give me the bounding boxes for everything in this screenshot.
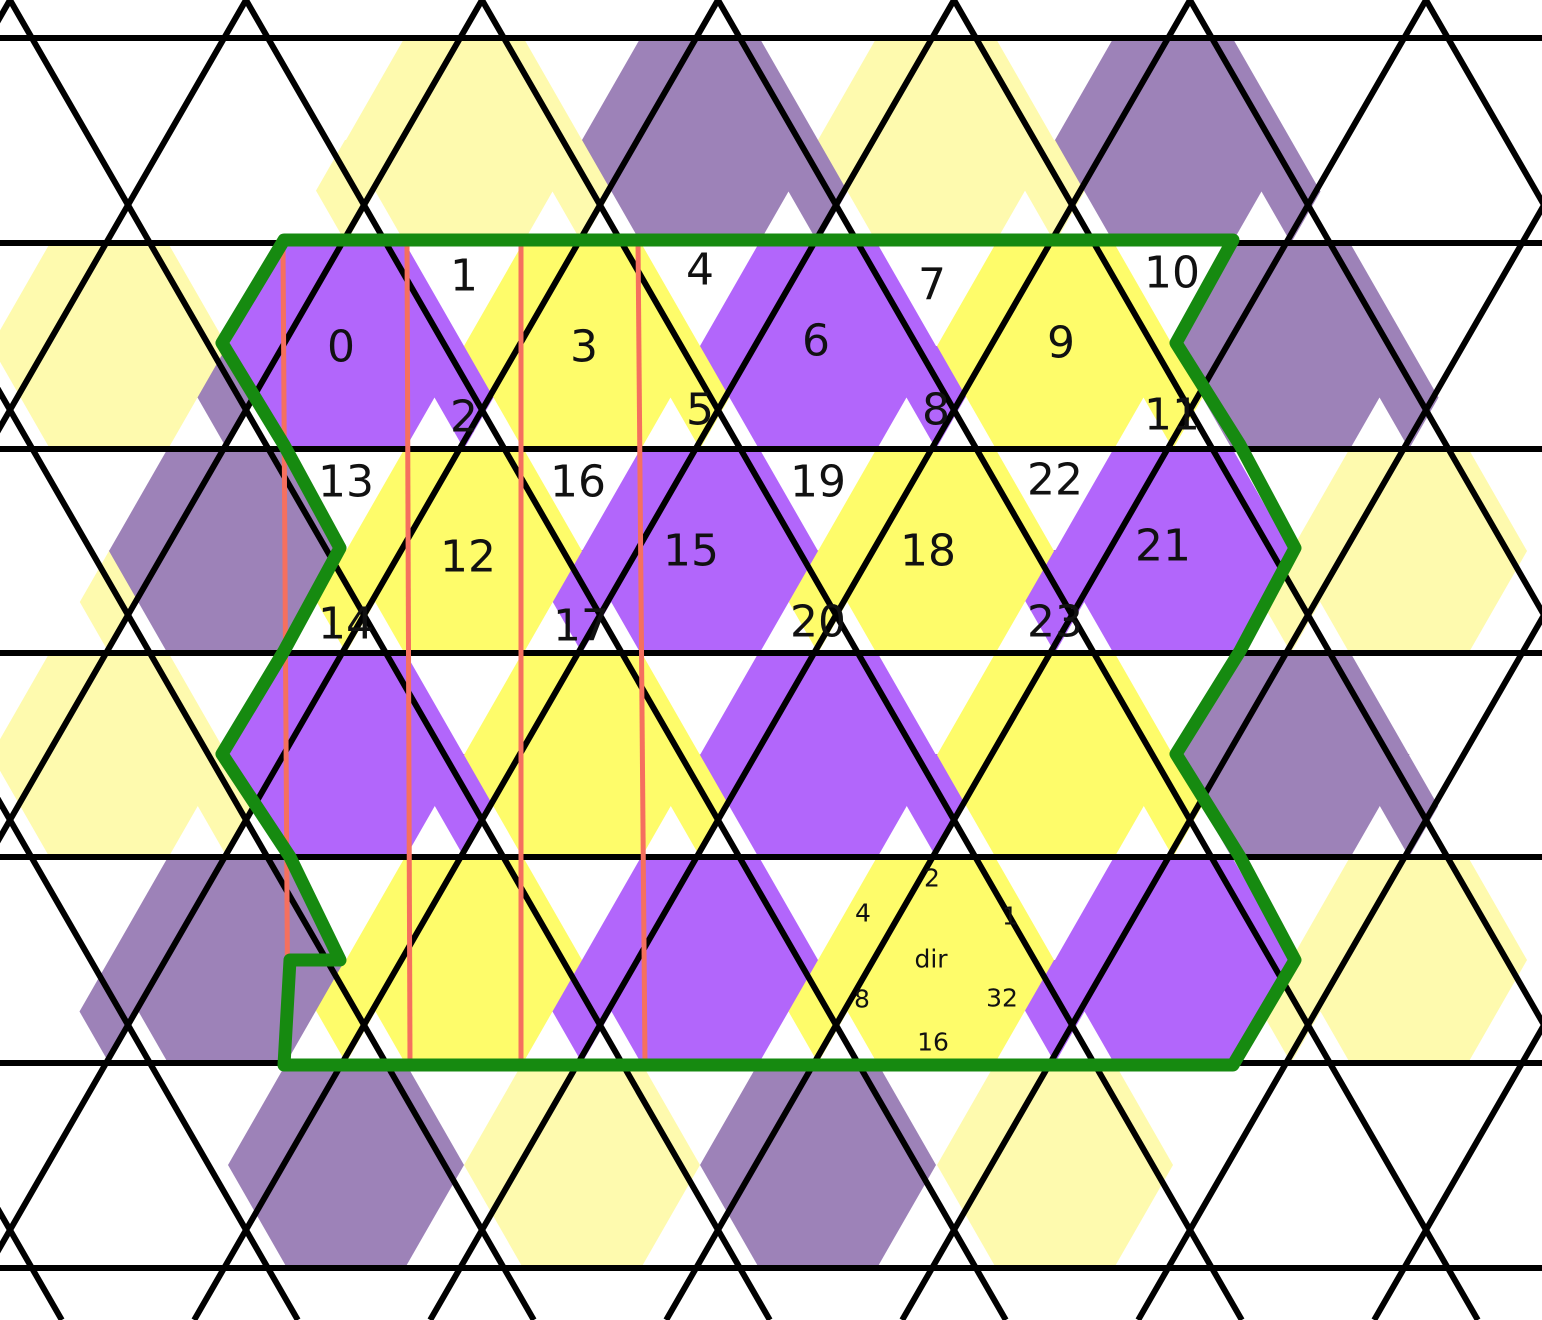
cell-label-21: 21: [1135, 521, 1191, 572]
cell-label-12: 12: [440, 532, 496, 583]
hexagon-cell: [1527, 524, 1542, 578]
hexagon-cell: [1173, 243, 1409, 449]
hexagon-cell: [346, 857, 582, 1063]
grid-line-diagonal: [1135, 612, 1542, 1320]
cell-label-8: 8: [922, 385, 950, 436]
grid-line-diagonal: [1371, 1022, 1542, 1320]
hexagon-cell: [228, 1062, 464, 1268]
hexagon-cell: [937, 1062, 1173, 1268]
hexagon-cell: [1527, 933, 1542, 987]
direction-bit-16: 16: [917, 1028, 949, 1057]
hexagon-cell: [0, 243, 227, 449]
cell-label-5: 5: [686, 385, 714, 436]
hexagon-cell: [818, 448, 1054, 654]
cell-label-7: 7: [918, 260, 946, 311]
hexagon-cell: [464, 652, 700, 858]
hexagon-cell: [0, 652, 227, 858]
direction-bit-2: 2: [924, 864, 940, 893]
cell-label-10: 10: [1144, 248, 1200, 299]
cell-labels: 0 1 2 3 4 5 6 7 8 9 10 11 12 13 14 15 16…: [318, 245, 1200, 652]
grid-line-diagonal: [0, 796, 301, 1320]
cut-line: [635, 239, 648, 1064]
hexagon-cell: [937, 652, 1173, 858]
cell-label-20: 20: [790, 597, 846, 648]
region-boundary: [215, 233, 1302, 1072]
hexagon-cell: [1409, 1062, 1542, 1268]
direction-legend: dir 1 2 4 8 16 32: [854, 864, 1018, 1057]
direction-bit-8: 8: [854, 985, 870, 1014]
cell-label-1: 1: [450, 251, 478, 302]
grid-line-diagonal: [0, 386, 537, 1320]
grid-line-diagonal: [243, 0, 1009, 1320]
hexagon-cell: [1409, 652, 1542, 858]
hexagon-cell: [1055, 448, 1291, 654]
cell-label-22: 22: [1027, 455, 1083, 506]
grid-line-diagonal: [715, 0, 1481, 1320]
hexagon-cell: [937, 243, 1173, 449]
cell-label-18: 18: [900, 526, 956, 577]
hexagon-cell: [582, 857, 818, 1063]
cell-label-11: 11: [1144, 390, 1200, 441]
cell-label-9: 9: [1047, 318, 1075, 369]
hexagon-cell: [464, 1062, 700, 1268]
direction-bit-32: 32: [986, 984, 1018, 1013]
hexagon-cell: [1291, 37, 1527, 243]
hexagon-cell: [818, 37, 1054, 243]
hexagon-cell: [109, 37, 345, 243]
hexagon-cell: [700, 1062, 936, 1268]
hexagon-cell: [0, 857, 109, 1063]
hexagon-cell: [818, 857, 1054, 1063]
grid-line-diagonal: [7, 0, 773, 1320]
cell-label-16: 16: [550, 457, 606, 508]
grid-line-diagonal: [663, 0, 1429, 1320]
cut-line: [404, 239, 413, 1064]
direction-bit-4: 4: [855, 899, 871, 928]
cell-label-2: 2: [450, 392, 478, 443]
hexagon-cell: [1291, 857, 1527, 1063]
hexagon-cell: [1055, 37, 1291, 243]
hexagon-cell: [700, 243, 936, 449]
hexagon-cell: [1173, 1062, 1409, 1268]
cell-label-17: 17: [553, 601, 609, 652]
hexagon-cell: [700, 652, 936, 858]
grid-line-diagonal: [899, 202, 1542, 1320]
cell-label-19: 19: [790, 457, 846, 508]
hexagon-cell: [1409, 243, 1542, 449]
cell-label-14: 14: [318, 599, 374, 650]
grid-line-diagonal: [0, 0, 249, 434]
hexagon-cell: [1527, 113, 1542, 167]
cell-label-0: 0: [327, 322, 355, 373]
hexagon-cell: [1055, 857, 1291, 1063]
hexagon-cell: [0, 448, 109, 654]
tile-cells: [0, 37, 1542, 1268]
cut-lines: [280, 238, 648, 1064]
cell-label-6: 6: [802, 316, 830, 367]
grid-line-diagonal: [1187, 0, 1542, 618]
cell-label-13: 13: [318, 457, 374, 508]
grid-line-diagonal: [427, 0, 1193, 1320]
grid-line-diagonal: [0, 0, 721, 1254]
direction-legend-center: dir: [914, 945, 948, 974]
cell-label-4: 4: [686, 245, 714, 296]
direction-bit-1: 1: [1002, 902, 1018, 931]
hexagon-cell: [0, 37, 109, 243]
grid-line-diagonal: [951, 0, 1542, 1028]
grid-line-diagonal: [479, 0, 1245, 1320]
cell-label-23: 23: [1027, 597, 1083, 648]
hexagon-cell: [0, 1062, 227, 1268]
cell-label-3: 3: [570, 322, 598, 373]
hexagon-cell: [1173, 652, 1409, 858]
grid-line-diagonal: [191, 0, 957, 1320]
hexagon-cell: [582, 37, 818, 243]
cell-label-15: 15: [663, 526, 719, 577]
hexagon-cell: [1291, 448, 1527, 654]
hexagon-cell: [346, 37, 582, 243]
grid-line-diagonal: [0, 0, 485, 844]
